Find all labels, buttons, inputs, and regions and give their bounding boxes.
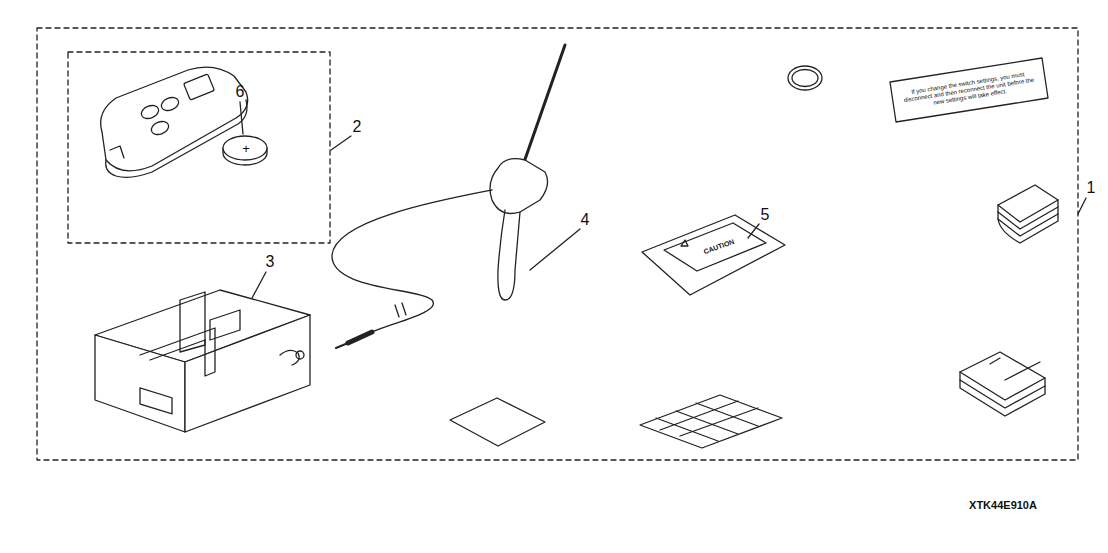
sticker-text: If you change the switch settings, you m…: [898, 69, 1040, 111]
control-unit: [95, 290, 310, 432]
booklet: [960, 352, 1045, 416]
battery-polarity: +: [242, 142, 250, 155]
caution-heading: CAUTION: [703, 237, 735, 254]
callout-number: 1: [1087, 180, 1096, 196]
callout-number: 2: [353, 119, 362, 135]
leader-line: [240, 102, 1086, 298]
callout-number: 5: [761, 207, 770, 223]
ring: [788, 66, 822, 90]
figure-code: XTK44E910A: [969, 500, 1037, 511]
kit-outline: [37, 28, 1078, 460]
callout-number: 4: [581, 212, 590, 228]
booklet: [998, 185, 1058, 243]
caution-card: [642, 215, 785, 295]
battery: [223, 136, 267, 165]
adhesive-pad: [450, 398, 545, 446]
callout-number: 3: [266, 254, 275, 270]
grid-sheet: [640, 395, 782, 448]
notice-sticker: [890, 58, 1048, 122]
transmitter-outline: [68, 52, 330, 243]
remote-transmitter: [101, 67, 248, 177]
antenna: [332, 45, 565, 348]
callout-number: 6: [236, 84, 245, 100]
